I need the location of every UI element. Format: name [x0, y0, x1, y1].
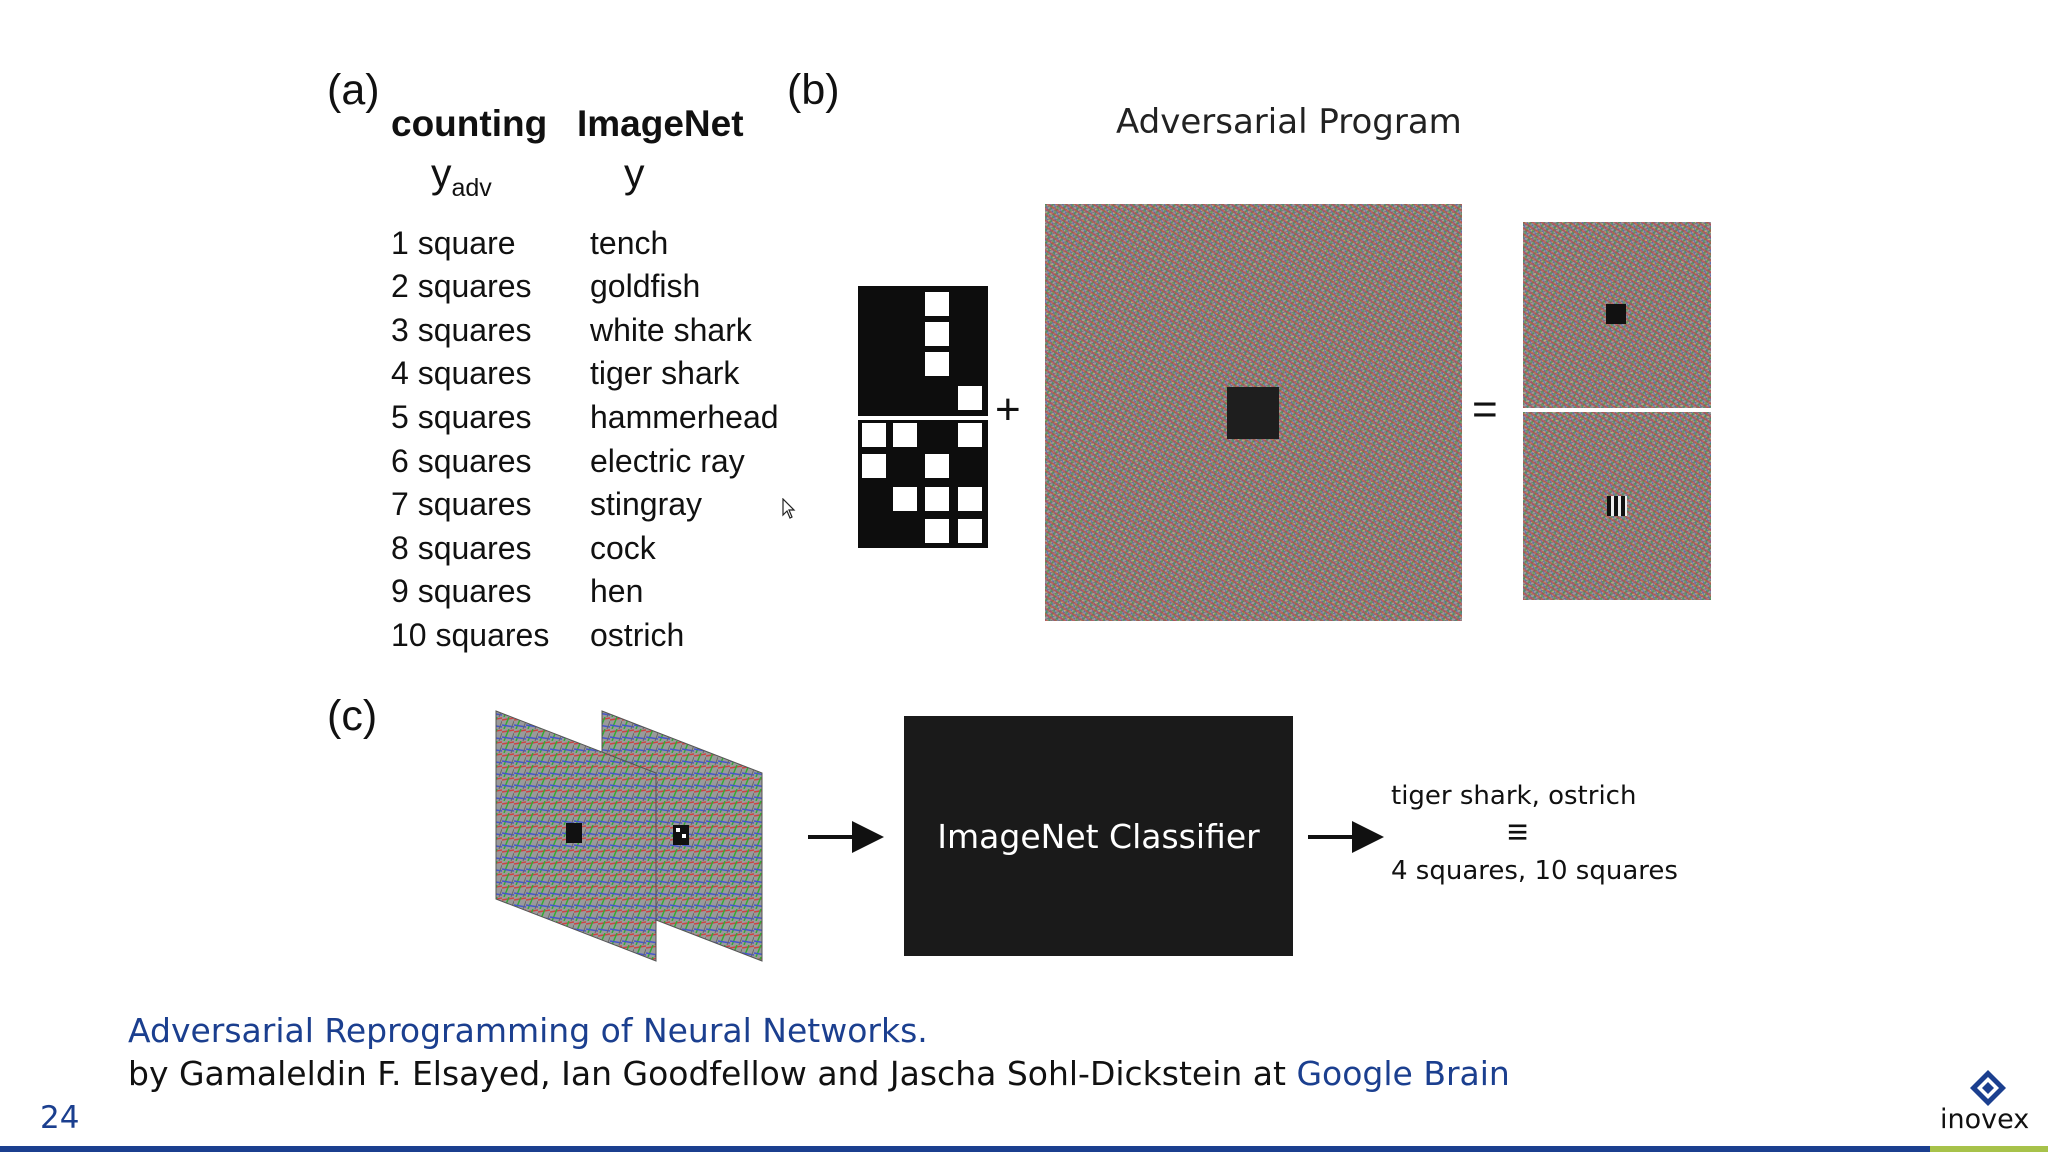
- paper-title-link[interactable]: Adversarial Reprogramming of Neural Netw…: [128, 1011, 928, 1050]
- example-image-10-squares: [858, 420, 988, 548]
- footer-bar-blue: [0, 1146, 1930, 1152]
- authors-line: by Gamaleldin F. Elsayed, Ian Goodfellow…: [128, 1054, 1510, 1093]
- table-cell-counting: 2 squares: [391, 268, 532, 304]
- arrow-head-icon: [852, 821, 884, 853]
- table-cell-imagenet: cock: [590, 530, 656, 566]
- classifier-label: ImageNet Classifier: [937, 816, 1260, 856]
- authors-text: by Gamaleldin F. Elsayed, Ian Goodfellow…: [128, 1054, 1297, 1093]
- result-image-bottom: [1523, 412, 1711, 600]
- equivalence-sign: ≡: [1507, 811, 1529, 852]
- table-cell-counting: 1 square: [391, 225, 516, 261]
- result-image-top: [1523, 222, 1711, 408]
- table-cell-counting: 8 squares: [391, 530, 532, 566]
- table-cell-imagenet: hammerhead: [590, 399, 779, 435]
- arrow-to-classifier: [808, 835, 860, 839]
- table-cell-imagenet: electric ray: [590, 443, 745, 479]
- table-cell-counting: 5 squares: [391, 399, 532, 435]
- panel-label-b: (b): [787, 66, 840, 114]
- output-imagenet-labels: tiger shark, ostrich: [1391, 781, 1637, 811]
- label-y: y: [624, 150, 645, 196]
- slide-number: 24: [40, 1100, 80, 1136]
- inovex-logo-text: inovex: [1940, 1104, 2030, 1135]
- table-cell-counting: 6 squares: [391, 443, 532, 479]
- output-counting-labels: 4 squares, 10 squares: [1391, 856, 1678, 886]
- divider: [1523, 408, 1711, 412]
- cursor-arrow-icon: [782, 498, 796, 519]
- table-cell-imagenet: goldfish: [590, 268, 701, 304]
- table-cell-counting: 10 squares: [391, 617, 550, 653]
- adversarial-program-title: Adversarial Program: [1116, 102, 1462, 142]
- example-image-4-squares: [858, 286, 988, 416]
- table-cell-counting: 3 squares: [391, 312, 532, 348]
- equals-sign: =: [1472, 385, 1498, 434]
- footer-bar-green: [1930, 1146, 2048, 1152]
- header-counting: counting: [391, 103, 548, 144]
- program-center-hole: [1227, 387, 1279, 439]
- table-cell-imagenet: tiger shark: [590, 355, 740, 391]
- table-cell-counting: 7 squares: [391, 486, 532, 522]
- imagenet-classifier-box: ImageNet Classifier: [904, 716, 1293, 956]
- table-cell-imagenet: stingray: [590, 486, 703, 522]
- panel-label-a: (a): [327, 66, 380, 114]
- table-cell-imagenet: ostrich: [590, 617, 685, 653]
- google-brain-link[interactable]: Google Brain: [1296, 1054, 1510, 1093]
- header-imagenet: ImageNet: [577, 103, 744, 144]
- panel-label-c: (c): [327, 692, 378, 740]
- table-cell-imagenet: hen: [590, 573, 644, 609]
- table-cell-imagenet: white shark: [590, 312, 752, 348]
- inovex-logo-icon: [1970, 1070, 2006, 1106]
- stacked-input-images: [495, 710, 763, 962]
- table-cell-imagenet: tench: [590, 225, 669, 261]
- table-cell-counting: 4 squares: [391, 355, 532, 391]
- label-y-adv: yadv: [431, 150, 492, 203]
- plus-sign: +: [995, 385, 1021, 434]
- table-cell-counting: 9 squares: [391, 573, 532, 609]
- arrow-head-icon: [1352, 821, 1384, 853]
- arrow-to-output: [1308, 835, 1360, 839]
- adversarial-program-image: [1045, 204, 1462, 621]
- divider: [858, 416, 988, 420]
